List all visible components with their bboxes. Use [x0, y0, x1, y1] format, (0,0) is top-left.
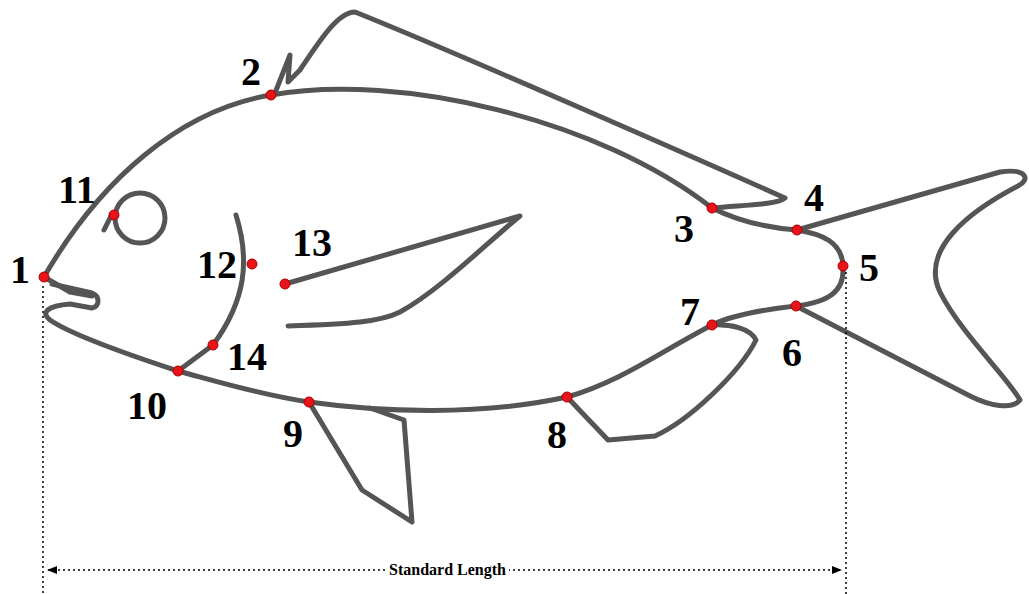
callout-number: 11 [58, 170, 96, 210]
pelvic-fin [309, 402, 412, 522]
measure-guide [42, 286, 44, 594]
landmark-dot [838, 261, 848, 271]
landmark-dot [791, 301, 801, 311]
pectoral-fin [285, 216, 520, 326]
landmark-dot [562, 392, 572, 402]
callout-number: 12 [197, 245, 237, 285]
caudal-fin [796, 171, 1025, 406]
anal-fin [567, 325, 756, 440]
callout-number: 10 [127, 386, 167, 426]
callout-number: 5 [859, 248, 879, 288]
mouth-line [44, 277, 92, 296]
landmark-dot [707, 320, 717, 330]
eye [115, 193, 165, 243]
callout-number: 8 [547, 415, 567, 455]
landmark-dot [280, 279, 290, 289]
measure-label: Standard Length [386, 562, 509, 578]
landmark-dot [208, 340, 218, 350]
body-outline [44, 89, 843, 410]
callout-number: 6 [782, 333, 802, 373]
landmark-dot [304, 397, 314, 407]
landmark-dot [247, 259, 257, 269]
landmark-dot [109, 210, 119, 220]
dorsal-fin [275, 12, 785, 208]
callout-number: 2 [241, 52, 261, 92]
callout-number: 9 [283, 414, 303, 454]
landmark-dot [173, 366, 183, 376]
callout-number: 13 [292, 223, 332, 263]
callout-number: 1 [10, 250, 30, 290]
landmark-dot [39, 272, 49, 282]
callout-number: 4 [804, 178, 824, 218]
landmark-dot [792, 225, 802, 235]
landmark-dot [707, 203, 717, 213]
callout-number: 14 [227, 337, 267, 377]
measure-guide [845, 272, 847, 594]
landmark-dot [266, 90, 276, 100]
callout-number: 3 [674, 209, 694, 249]
callout-number: 7 [680, 292, 700, 332]
